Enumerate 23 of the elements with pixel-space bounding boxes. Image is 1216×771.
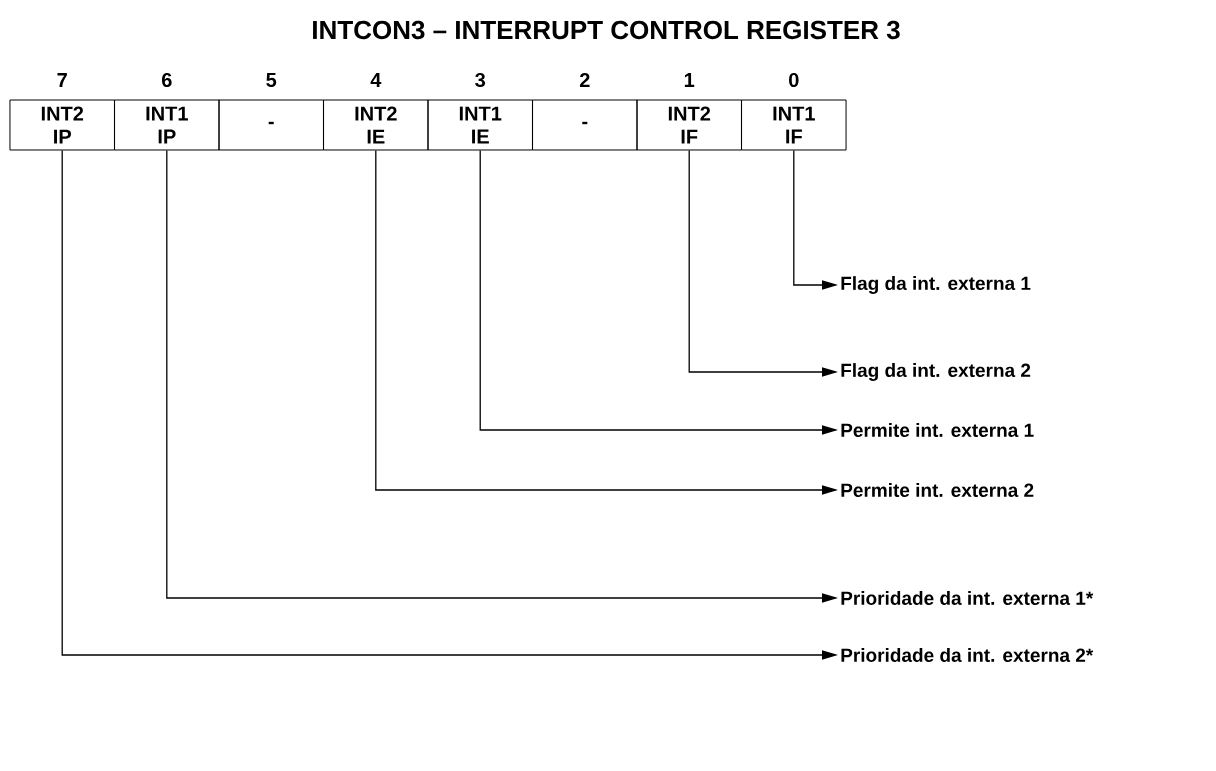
register-cell: INT2 IE	[323, 99, 429, 151]
register-cell: INT2 IF	[636, 99, 742, 151]
bit-description: Permite int. externa 2	[841, 483, 1034, 497]
bit-number: 4	[370, 73, 382, 87]
bit-number: 3	[475, 72, 486, 88]
bit-description: Permite int. externa 1	[841, 423, 1034, 437]
bit-description: Prioridade da int. externa 2*	[841, 648, 1094, 662]
bit-description: Prioridade da int. externa 1*	[841, 591, 1094, 605]
register-cell: INT1 IF	[741, 99, 847, 151]
register-cell: INT1 IP	[114, 99, 220, 151]
bit-number: 2	[579, 73, 590, 87]
bit-number: 1	[684, 73, 695, 87]
bit-number: 0	[789, 72, 799, 88]
bit-number: 6	[162, 72, 172, 88]
register-cell: -	[532, 99, 638, 151]
register-cell: INT2 IP	[9, 99, 115, 151]
register-cell: -	[218, 99, 324, 151]
bit-number: 5	[266, 73, 277, 87]
bit-description: Flag da int. externa 2	[841, 363, 1031, 381]
register-cell: INT1 IE	[427, 99, 533, 151]
bit-number: 7	[57, 73, 67, 87]
title: INTCON3 – INTERRUPT CONTROL REGISTER 3	[313, 20, 900, 40]
bit-description: Flag da int. externa 1	[841, 276, 1031, 294]
